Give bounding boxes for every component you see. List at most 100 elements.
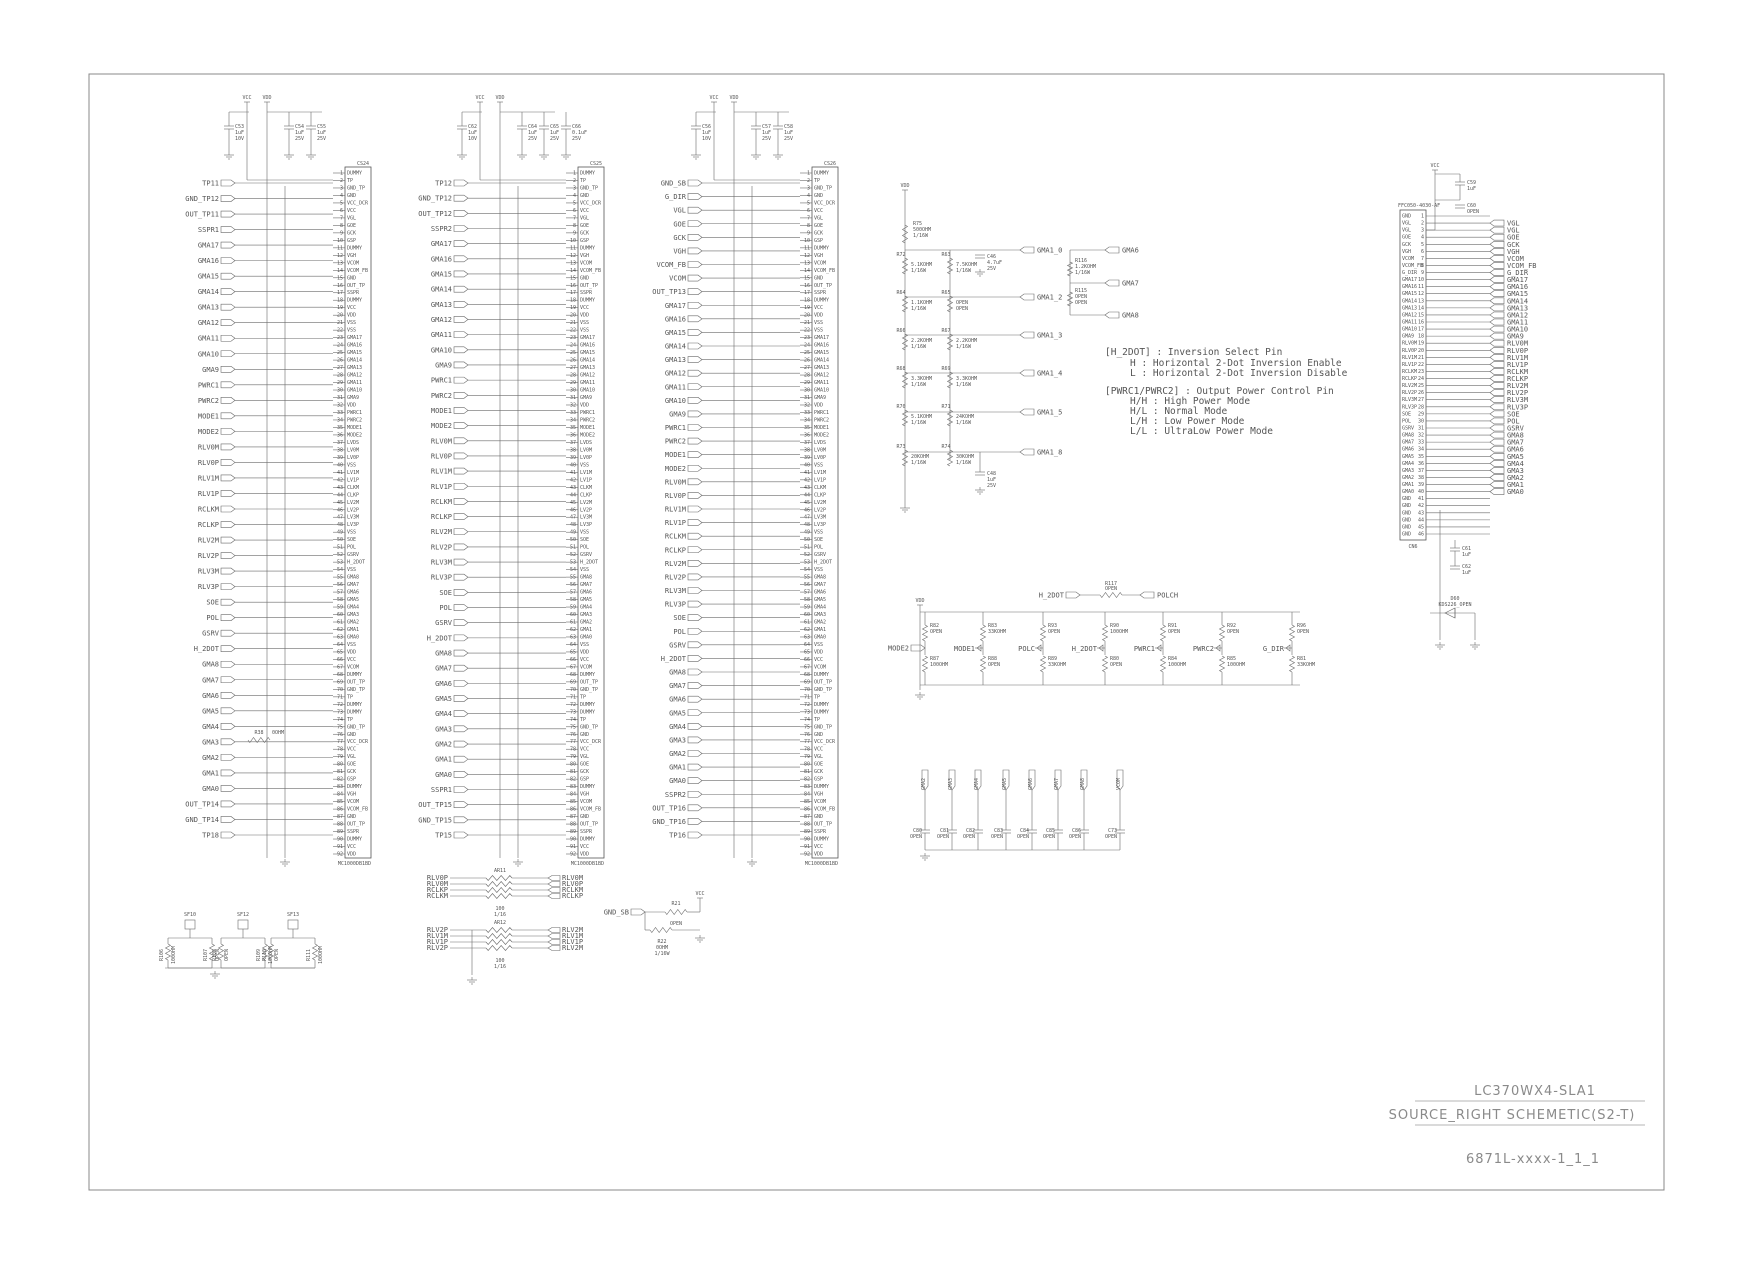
- resistor-symbol: [901, 409, 909, 427]
- ic-pin-number: 88: [337, 822, 343, 828]
- resistor-symbol: [485, 893, 513, 899]
- resistor-symbol: [217, 943, 225, 961]
- ground-symbol: [561, 152, 571, 160]
- ic-pin-number: 14: [804, 268, 810, 274]
- resistor-symbol: [485, 939, 513, 945]
- array-tol: 1/16: [494, 912, 506, 918]
- cap-ref: C86: [1072, 828, 1081, 834]
- cap-value: OPEN: [1467, 209, 1479, 215]
- net-label: GMA8: [435, 650, 452, 658]
- ic-pin-number: 52: [570, 552, 576, 558]
- ic-pin-label: GND_TP: [580, 185, 598, 191]
- ic-pin-number: 68: [570, 672, 576, 678]
- ic-pin-label: DUMMY: [347, 672, 362, 678]
- net-flag: GCK: [1489, 241, 1520, 249]
- ic-pin-number: 7: [573, 215, 576, 221]
- capacitor-symbol: [457, 125, 467, 130]
- connector-pin-number: 14: [1418, 305, 1424, 311]
- net-label: RLV1P: [1507, 361, 1528, 369]
- connector-pin-label: GND: [1402, 214, 1411, 220]
- res-ref: R83: [988, 623, 997, 629]
- ic-pin-label: VSS: [814, 320, 823, 326]
- res-value: 100OHM: [1168, 662, 1186, 668]
- connector-pin-number: 1: [1421, 214, 1424, 220]
- res-ref: R88: [988, 656, 997, 662]
- net-label: GMA8: [202, 661, 219, 669]
- ic-pin-label: VDD: [580, 649, 589, 655]
- ic-pin-label: OUT_TP: [580, 679, 598, 685]
- net-label: GMA9: [435, 361, 452, 369]
- ic-pin-label: LVDS: [347, 440, 359, 446]
- net-label: GMA17: [665, 302, 686, 310]
- ic-pin-label: CLKP: [580, 492, 592, 498]
- net-flag: VGL: [1489, 227, 1520, 235]
- net-label: GMA6: [1028, 778, 1034, 790]
- net-flag: OUT_TP12: [418, 210, 469, 218]
- resistor-symbol: [485, 945, 513, 951]
- ic-pin-number: 27: [804, 365, 810, 371]
- cap-ref: C66: [572, 124, 581, 130]
- ic-pin-number: 4: [573, 193, 576, 199]
- net-flag: GMA14: [198, 288, 236, 296]
- ic-pin-number: 79: [570, 754, 576, 760]
- cap-value: 1uF: [235, 130, 244, 136]
- net-label: SSPR1: [431, 786, 452, 794]
- net-flag: GMA3: [1489, 467, 1524, 475]
- connector-pin-label: GND: [1402, 503, 1411, 509]
- supply-label: VCC: [242, 95, 251, 101]
- res-ref: R110: [262, 949, 268, 961]
- ground-symbol: [539, 152, 549, 160]
- ic-pin-label: SOE: [347, 537, 356, 543]
- net-flag: RLV2M: [431, 528, 469, 536]
- net-flag: [547, 933, 561, 939]
- net-flag: RLV3M: [431, 559, 469, 567]
- ic-pin-number: 91: [337, 844, 343, 850]
- ic-pin-label: CLKM: [347, 485, 359, 491]
- ic-pin-label: GND: [347, 275, 356, 281]
- ic-pin-number: 21: [570, 320, 576, 326]
- res-ref: R93: [1048, 623, 1057, 629]
- net-flag: RLV3P: [1489, 403, 1528, 411]
- net-label: RLV1M: [427, 932, 448, 940]
- ic-pin-label: GSP: [814, 777, 823, 783]
- net-flag: GMA1_3: [1019, 332, 1062, 340]
- ic-pin-number: 24: [570, 343, 576, 349]
- ic-pin-label: LV0M: [814, 447, 826, 453]
- ic-pin-label: VSS: [580, 530, 589, 536]
- ic-pin-label: GMA14: [814, 358, 829, 364]
- net-label: GMA0: [435, 771, 452, 779]
- net-flag: GMA6: [435, 680, 469, 688]
- ic-pin-label: GSRV: [814, 552, 826, 558]
- net-flag: GMA11: [198, 335, 236, 343]
- ic-pin-number: 23: [804, 335, 810, 341]
- ic-pin-label: GMA7: [347, 582, 359, 588]
- ic-pin-number: 40: [804, 462, 810, 468]
- cap-value: 1uF: [784, 130, 793, 136]
- net-flag: GMA4: [669, 723, 703, 731]
- net-label: RLV3M: [665, 587, 686, 595]
- net-flag: GMA16: [198, 257, 236, 265]
- res-ref: R22: [657, 939, 666, 945]
- ic-pin-number: 63: [804, 634, 810, 640]
- net-flag: RLV2M: [1489, 382, 1528, 390]
- connector-pin-label: GND: [1402, 524, 1411, 530]
- res-value: 2.2KOHM: [911, 338, 932, 344]
- ic-pin-number: 83: [337, 784, 343, 790]
- net-label: VGH: [673, 247, 686, 255]
- net-label: VGL: [1507, 220, 1520, 228]
- ic-pin-number: 90: [804, 837, 810, 843]
- net-flag: GMA11: [1489, 319, 1528, 327]
- net-flag: RLV2P: [431, 543, 469, 551]
- net-label: GMA9: [202, 366, 219, 374]
- net-label: GSRV: [202, 630, 220, 638]
- cap-ref: C84: [1020, 828, 1029, 834]
- net-label: GMA14: [431, 286, 452, 294]
- ic-pin-label: DUMMY: [814, 245, 829, 251]
- ic-pin-label: DUMMY: [347, 784, 362, 790]
- net-flag: SOE: [439, 589, 469, 597]
- net-label: RLV3M: [1507, 396, 1528, 404]
- ic-pin-number: 11: [804, 245, 810, 251]
- ic-pin-label: VCC: [814, 305, 823, 311]
- capacitor-symbol: [306, 125, 316, 130]
- connector-pin-label: GMA2: [1402, 475, 1414, 481]
